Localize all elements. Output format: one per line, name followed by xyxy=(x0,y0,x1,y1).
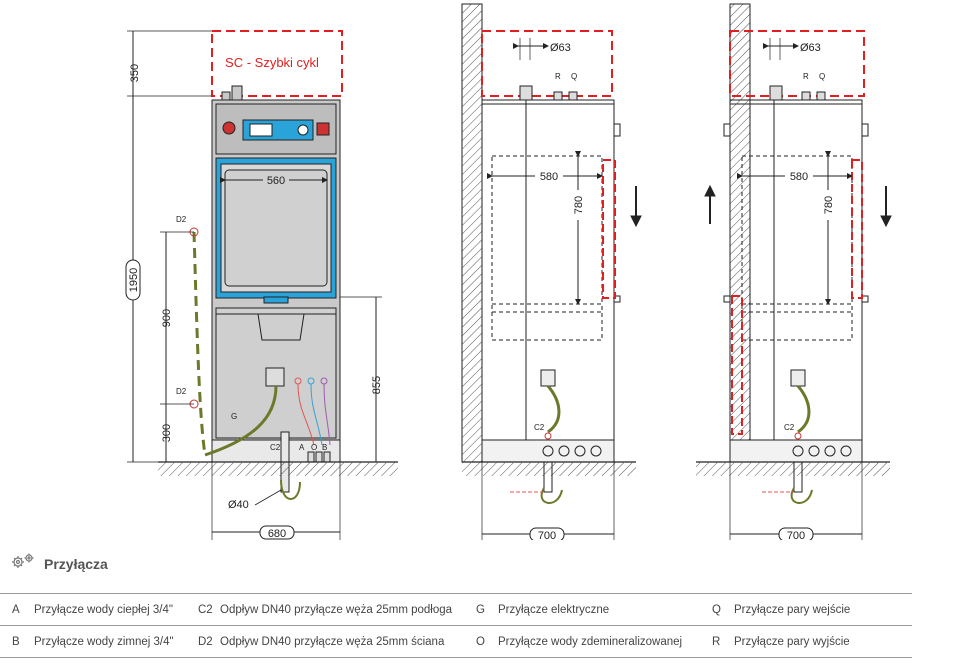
label-a: A xyxy=(299,443,305,452)
label-d2-bottom: D2 xyxy=(176,387,187,396)
dim-680: 680 xyxy=(268,528,286,540)
gears-icon xyxy=(10,552,36,575)
sc-box xyxy=(211,30,343,97)
label-d2-top: D2 xyxy=(176,215,187,224)
side1-dim-580: 580 xyxy=(540,171,558,183)
dim-560: 560 xyxy=(267,175,285,187)
side1-dim-700: 700 xyxy=(538,530,556,540)
side2-label-q: Q xyxy=(819,72,825,81)
label-c2: C2 xyxy=(270,443,281,452)
side2-label-c2: C2 xyxy=(784,423,795,432)
dim-900: 900 xyxy=(161,309,173,327)
side1-dim-780: 780 xyxy=(573,196,585,214)
side1-label-r: R xyxy=(555,72,561,81)
side-view-2: Ø63 R Q 580 780 xyxy=(696,3,892,540)
dim-350: 350 xyxy=(129,64,141,82)
side2-dim-700: 700 xyxy=(787,530,805,540)
side1-label-c2: C2 xyxy=(534,423,545,432)
side1-label-q: Q xyxy=(571,72,577,81)
side2-dim-780: 780 xyxy=(823,196,835,214)
dim-d40: Ø40 xyxy=(228,499,249,511)
side1-dim-63: Ø63 xyxy=(550,42,571,54)
side-view-1: Ø63 R Q 580 780 C2 xyxy=(461,3,642,540)
dim-855: 855 xyxy=(371,376,383,394)
label-o: O xyxy=(311,443,317,452)
technical-drawing: SC - Szybki cykl 560 xyxy=(125,3,892,540)
side2-dim-580: 580 xyxy=(790,171,808,183)
side2-dim-63: Ø63 xyxy=(800,42,821,54)
front-view: SC - Szybki cykl 560 xyxy=(125,30,398,540)
section-title: Przyłącza xyxy=(44,555,108,572)
label-g: G xyxy=(231,412,237,421)
dim-1950: 1950 xyxy=(128,268,140,292)
side2-label-r: R xyxy=(803,72,809,81)
label-b: B xyxy=(322,443,327,452)
dim-300: 300 xyxy=(161,424,173,442)
section-header: Przyłącza xyxy=(10,552,108,575)
sc-label: SC - Szybki cykl xyxy=(225,55,319,70)
